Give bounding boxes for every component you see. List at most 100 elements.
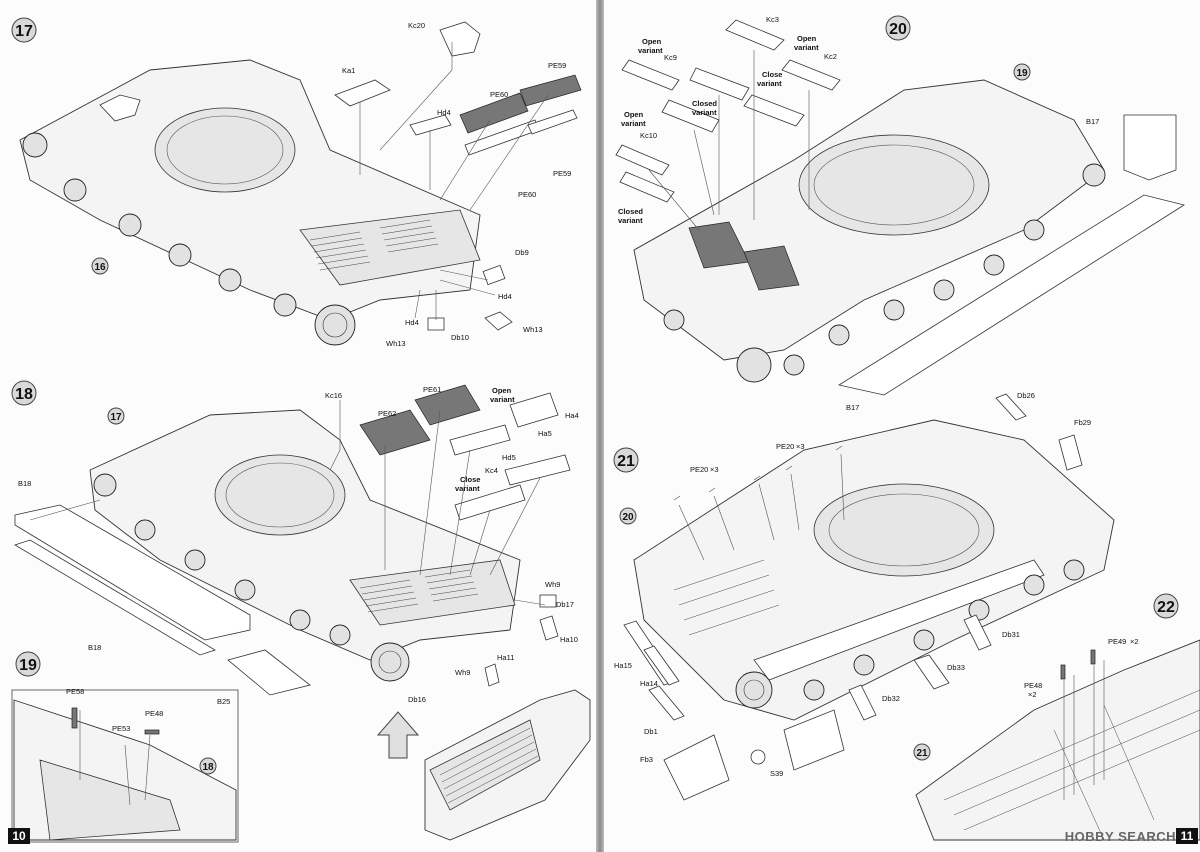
part-b18	[14, 504, 251, 641]
step-21-badge	[613, 447, 639, 473]
label-db17: Db17	[556, 600, 574, 609]
paint-icon	[750, 749, 766, 765]
part-kc2	[781, 59, 841, 91]
label-open-variant: variant	[490, 395, 515, 404]
ref-21: 21	[916, 748, 928, 759]
label-pe59-b: PE59	[553, 169, 571, 178]
book-gutter	[596, 0, 604, 852]
part-db26	[995, 393, 1027, 421]
label-open: Open	[642, 37, 662, 46]
right-page-drawing: 20 Open v	[613, 15, 1200, 841]
part-ha10	[539, 615, 559, 641]
label-db9: Db9	[515, 248, 529, 257]
label-ha10: Ha10	[560, 635, 578, 644]
label-ha11: Ha11	[497, 653, 514, 662]
step-20: 20 Open v	[615, 15, 1186, 412]
part-ka1	[334, 79, 391, 107]
step-20-badge	[885, 15, 911, 41]
label-pe62: PE62	[378, 409, 396, 418]
label-pe48: PE48	[1024, 681, 1042, 690]
part-b17	[837, 194, 1186, 396]
step-21-number: 21	[617, 453, 635, 470]
part-open-variant	[509, 392, 559, 428]
part-fb29	[1058, 434, 1083, 471]
part-kc3	[725, 19, 785, 51]
part-pe61	[414, 384, 481, 426]
label-b18-b: B18	[88, 643, 101, 652]
label-ha15: Ha15	[614, 661, 632, 670]
label-ha14: Ha14	[640, 679, 658, 688]
part-kc20	[439, 21, 481, 57]
part-b25	[227, 649, 311, 696]
part-db1	[648, 685, 685, 721]
engine-grille-right	[743, 245, 800, 291]
label-kc9: Kc9	[664, 53, 677, 62]
label-close: Close	[762, 70, 782, 79]
part-hd4	[409, 114, 452, 136]
part-db17	[539, 594, 557, 608]
label-open-variant-b: variant	[794, 43, 819, 52]
part-db31	[963, 614, 992, 651]
label-db1: Db1	[644, 727, 658, 736]
step-20-number: 20	[889, 21, 907, 38]
part-s39	[783, 709, 845, 771]
label-kc4: Kc4	[485, 466, 498, 475]
part-hd5	[504, 454, 571, 486]
label-kc2: Kc2	[824, 52, 837, 61]
label-ha5: Ha5	[538, 429, 552, 438]
step-18-badge	[11, 380, 37, 406]
label-db32: Db32	[882, 694, 900, 703]
label-pe20-b-qty: ×3	[710, 465, 719, 474]
label-pe20-b: PE20	[690, 465, 708, 474]
label-b25: B25	[217, 697, 230, 706]
label-hd5: Hd5	[502, 453, 516, 462]
ref-16: 16	[94, 262, 106, 273]
label-fb29: Fb29	[1074, 418, 1091, 427]
ref-19: 19	[1016, 68, 1028, 79]
label-wh13-b: Wh13	[386, 339, 406, 348]
page-number-left: 10	[8, 828, 30, 844]
part-ha11	[484, 663, 500, 687]
step-22-badge	[1153, 593, 1179, 619]
label-b18: B18	[18, 479, 31, 488]
step-21: 21	[613, 391, 1115, 801]
label-db26: Db26	[1017, 391, 1035, 400]
label-kc10: Kc10	[640, 131, 657, 140]
part-wh13	[484, 311, 513, 331]
label-pe20: PE20	[776, 442, 794, 451]
part-db9	[482, 264, 506, 286]
label-open-b: Open	[797, 34, 817, 43]
part-b17-detail	[1123, 114, 1177, 181]
step-19-frame	[11, 689, 239, 843]
label-close: Close	[460, 475, 480, 484]
label-pe48: PE48	[145, 709, 163, 718]
label-pe20-qty: ×3	[796, 442, 805, 451]
part-pe60	[459, 92, 529, 134]
label-ka1: Ka1	[342, 66, 355, 75]
right-page: 20 Open v	[604, 0, 1200, 852]
ref-16-badge	[91, 257, 109, 275]
label-s39: S39	[770, 769, 783, 778]
label-wh13: Wh13	[523, 325, 543, 334]
label-closed-variant-b: variant	[618, 216, 643, 225]
part-pe59	[519, 74, 582, 107]
part-kc10	[615, 144, 670, 176]
step-18: 18	[11, 380, 591, 841]
label-close-variant: variant	[455, 484, 480, 493]
label-ha4: Ha4	[565, 411, 579, 420]
label-db33: Db33	[947, 663, 965, 672]
label-open-variant: variant	[638, 46, 663, 55]
step-19-number: 19	[19, 657, 37, 674]
label-close-variant: variant	[757, 79, 782, 88]
step-17-number: 17	[15, 23, 33, 40]
label-open-c: Open	[624, 110, 644, 119]
label-pe61: PE61	[423, 385, 441, 394]
step-17: 17	[11, 17, 582, 348]
label-pe49-qty: ×2	[1130, 637, 1139, 646]
step-19-badge	[15, 651, 41, 677]
page-number-right: 11	[1176, 828, 1198, 844]
part-kc9	[621, 59, 680, 91]
watermark: HOBBY SEARCH	[1064, 829, 1176, 844]
label-hd4-c: Hd4	[405, 318, 419, 327]
step-22-number: 22	[1157, 599, 1175, 616]
